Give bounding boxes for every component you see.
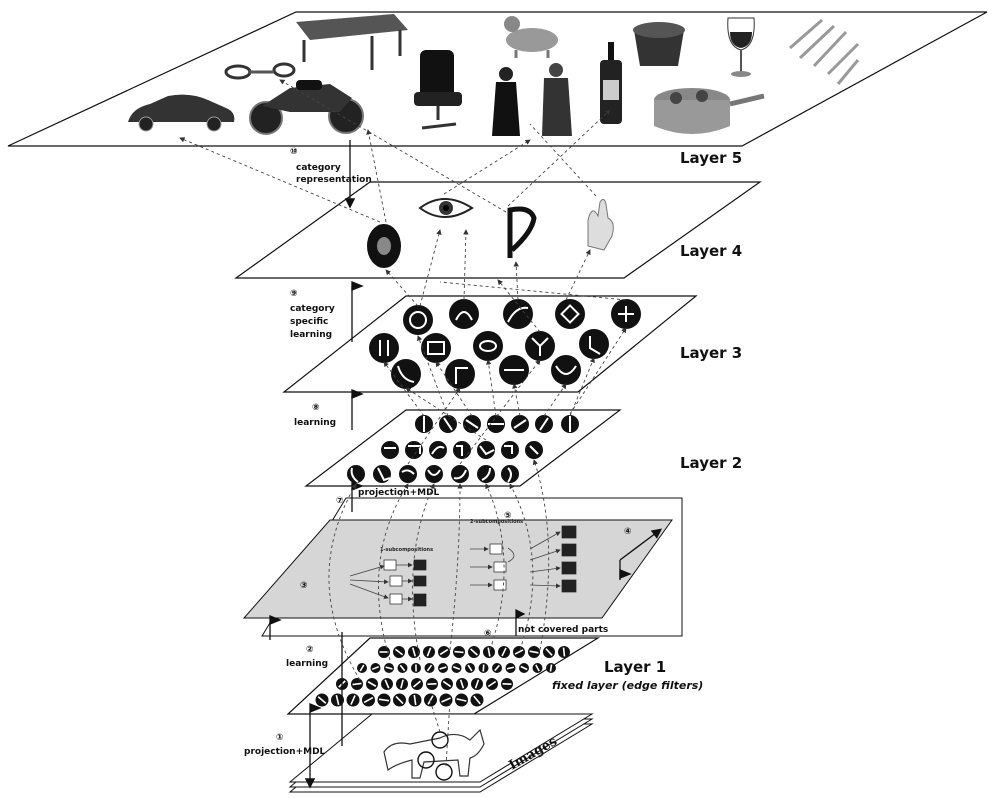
tire-icon bbox=[367, 224, 401, 268]
edge-filter-stroke bbox=[564, 648, 565, 657]
step-10: ⑩ category representation bbox=[290, 147, 372, 185]
svg-text:learning: learning bbox=[294, 418, 336, 428]
part-parallel bbox=[369, 333, 399, 363]
edge-filter-stroke bbox=[455, 652, 464, 653]
step-8: ⑧ learning bbox=[294, 403, 336, 428]
part-ellipse bbox=[473, 331, 503, 361]
layer2-title: Layer 2 bbox=[680, 454, 742, 472]
svg-text:category: category bbox=[290, 304, 335, 314]
step-9: ⑨ category specific learning bbox=[290, 289, 335, 340]
layer4-title: Layer 4 bbox=[680, 242, 742, 260]
svg-text:⑧: ⑧ bbox=[312, 403, 320, 413]
svg-text:projection+MDL: projection+MDL bbox=[244, 747, 326, 757]
edge-filter-stroke bbox=[550, 665, 551, 672]
layer5-title: Layer 5 bbox=[680, 149, 742, 167]
svg-text:⑨: ⑨ bbox=[290, 289, 298, 299]
svg-text:not covered parts: not covered parts bbox=[518, 625, 608, 635]
part-l-corner bbox=[445, 359, 475, 389]
edge-filter-stroke bbox=[353, 683, 362, 684]
part-arc bbox=[449, 299, 479, 329]
part-diamond bbox=[555, 299, 585, 329]
svg-text:category: category bbox=[296, 163, 341, 173]
layer1-subtitle: fixed layer (edge filters) bbox=[552, 679, 703, 692]
svg-text:⑥: ⑥ bbox=[484, 629, 492, 639]
svg-text:⑤: ⑤ bbox=[504, 511, 512, 521]
part-rectangle bbox=[421, 333, 451, 363]
svg-text:⑦: ⑦ bbox=[336, 496, 344, 506]
svg-text:④: ④ bbox=[624, 527, 632, 537]
part-bowl bbox=[551, 355, 581, 385]
measuring-cup-icon bbox=[633, 22, 685, 66]
part-corner bbox=[579, 329, 609, 359]
svg-text:specific: specific bbox=[290, 317, 328, 327]
sub1-title: 1-subcompositions bbox=[380, 547, 433, 553]
step-4: ④ bbox=[624, 527, 632, 537]
svg-text:representation: representation bbox=[296, 175, 372, 185]
layer1-title: Layer 1 bbox=[604, 658, 666, 676]
part-circle bbox=[403, 305, 433, 335]
svg-text:learning: learning bbox=[290, 330, 332, 340]
svg-text:③: ③ bbox=[300, 581, 308, 591]
step-3: ③ bbox=[300, 581, 308, 591]
part-curve bbox=[503, 299, 533, 329]
part-cross bbox=[611, 299, 641, 329]
layer3-title: Layer 3 bbox=[680, 344, 742, 362]
layer4-plane bbox=[236, 182, 760, 278]
part-y bbox=[525, 331, 555, 361]
svg-text:①: ① bbox=[276, 733, 284, 743]
svg-text:②: ② bbox=[306, 645, 314, 655]
sub2-title: 2-subcompositions bbox=[470, 519, 523, 525]
part-horizontal bbox=[499, 355, 529, 385]
part-curve-2 bbox=[391, 359, 421, 389]
svg-text:learning: learning bbox=[286, 659, 328, 669]
svg-text:⑩: ⑩ bbox=[290, 147, 298, 157]
svg-text:projection+MDL: projection+MDL bbox=[358, 488, 440, 498]
step-1: ① projection+MDL bbox=[244, 733, 326, 757]
inset-panel bbox=[244, 498, 682, 636]
step-2: ② learning bbox=[286, 645, 328, 669]
step-5: ⑤ bbox=[504, 511, 512, 521]
